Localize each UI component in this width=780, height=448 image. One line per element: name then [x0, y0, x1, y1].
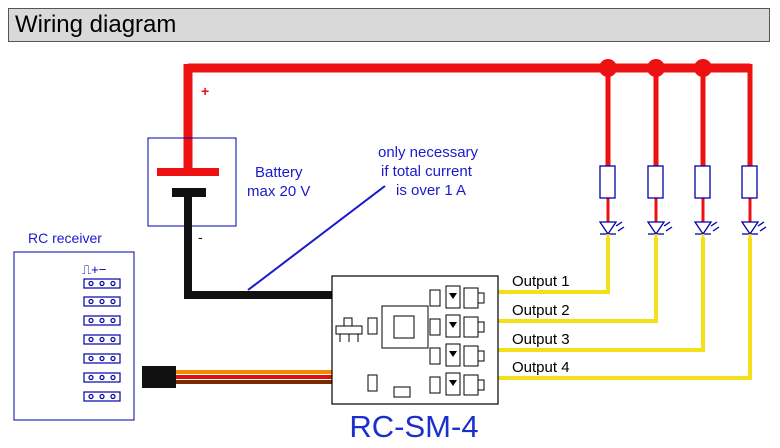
output-wire-3 — [498, 238, 705, 352]
diode-icon — [449, 293, 457, 299]
battery-label: Battery — [255, 164, 303, 181]
output-wire-2 — [498, 238, 658, 323]
module-name: RC-SM-4 — [349, 409, 478, 444]
output-label-4: Output 4 — [512, 359, 570, 376]
output-label-1: Output 1 — [512, 273, 570, 290]
led-icon — [646, 221, 673, 239]
title-bar: Wiring diagram — [8, 8, 770, 42]
diode-icon — [449, 322, 457, 328]
output-wires — [498, 238, 752, 380]
battery-negative-plate — [172, 188, 206, 197]
battery-voltage-label: max 20 V — [247, 183, 310, 200]
switch-icon — [335, 325, 363, 335]
diode-icon — [449, 351, 457, 357]
output-wire-1 — [498, 238, 610, 294]
page-title: Wiring diagram — [15, 11, 177, 38]
output-label-3: Output 3 — [512, 331, 570, 348]
receiver-channel — [83, 315, 121, 326]
receiver-channel — [83, 278, 121, 289]
resistors — [599, 165, 758, 199]
servo-plug — [142, 366, 176, 388]
note-line-2: if total current — [381, 163, 473, 180]
leds — [598, 221, 767, 239]
receiver-channel — [83, 334, 121, 345]
receiver-pin-legend: ⎍+− — [82, 262, 106, 277]
led-icon — [740, 221, 767, 239]
resistor — [647, 165, 664, 199]
diode-icon — [449, 380, 457, 386]
resistor — [599, 165, 616, 199]
servo-cable — [176, 370, 332, 384]
led-feed-wires — [606, 198, 752, 222]
receiver-channel — [83, 296, 121, 307]
receiver-channel — [83, 372, 121, 383]
led-icon — [598, 221, 625, 239]
junction-dot — [694, 59, 712, 77]
output-label-2: Output 2 — [512, 302, 570, 319]
battery-plus-sign: + — [201, 83, 209, 99]
led-icon — [693, 221, 720, 239]
note-line-3: is over 1 A — [396, 182, 466, 199]
note-pointer-line — [247, 185, 386, 291]
receiver-channel — [83, 353, 121, 364]
receiver-channel — [83, 391, 121, 402]
module-diodes — [449, 293, 457, 386]
battery-minus-sign: - — [198, 229, 203, 245]
junction-dot — [599, 59, 617, 77]
output-wire-4 — [498, 238, 752, 380]
receiver-label: RC receiver — [28, 230, 102, 246]
negative-wire — [184, 196, 332, 299]
resistor — [741, 165, 758, 199]
junction-dots — [599, 59, 712, 77]
receiver-channel-connectors — [83, 278, 121, 402]
note-line-1: only necessary — [378, 144, 479, 161]
junction-dot — [647, 59, 665, 77]
resistor — [694, 165, 711, 199]
battery-positive-plate — [157, 168, 219, 176]
